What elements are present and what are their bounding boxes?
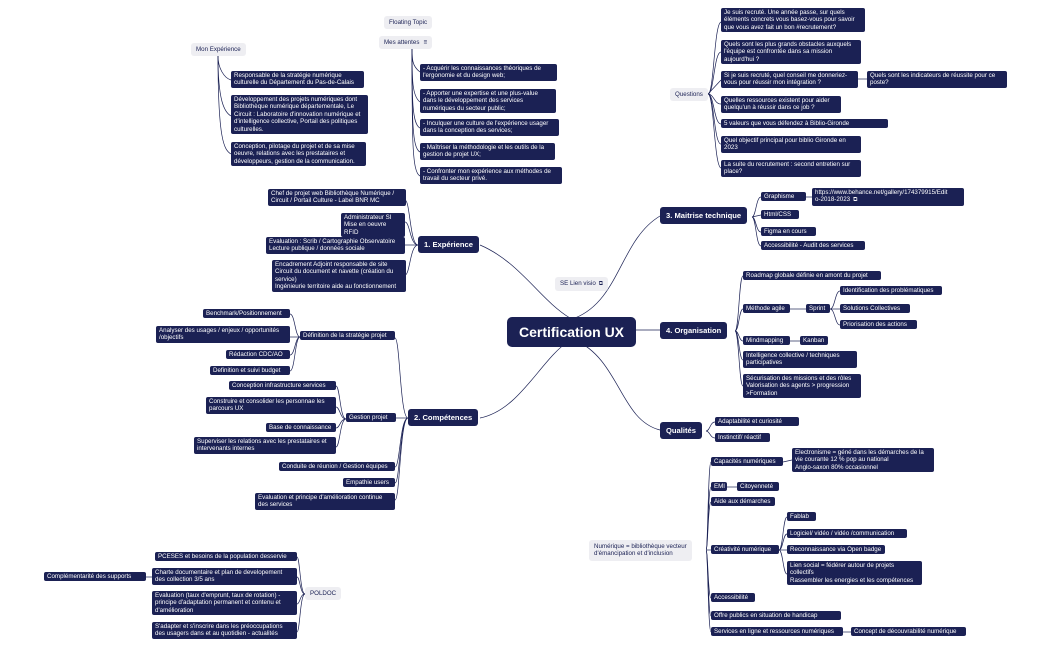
question-item[interactable]: 5 valeurs que vous défendez à Biblio-Gir…: [721, 119, 888, 129]
notes-icon: ≡: [423, 39, 428, 46]
sprint-node[interactable]: Sprint: [806, 304, 830, 314]
mes-attentes-topic[interactable]: Mes attentes≡: [379, 36, 433, 50]
question-item[interactable]: Quel objectif principal pour biblio Giro…: [721, 136, 861, 153]
strategie-item[interactable]: Analyser des usages / enjeux / opportuni…: [156, 326, 290, 343]
attente-item[interactable]: - Confronter mon expérience aux méthodes…: [420, 167, 562, 184]
strategie-projet-node[interactable]: Définition de la stratégie projet: [300, 331, 395, 341]
question-item[interactable]: Si je suis recruté, quel conseil me donn…: [721, 71, 858, 88]
poldoc-item[interactable]: S'adapter et s'inscrire dans les préoccu…: [152, 622, 297, 639]
competence-item[interactable]: Evaluation et principe d'amélioration co…: [255, 493, 395, 510]
strategie-item[interactable]: Rédaction CDC/AO: [226, 350, 290, 360]
attente-item[interactable]: - Apporter une expertise et une plus-val…: [420, 89, 556, 114]
electronisme-node[interactable]: Electronisme = géné dans les démarches d…: [792, 448, 934, 473]
numerique-topic[interactable]: Numérique = bibliothèque vecteur d'émanc…: [589, 540, 692, 561]
maitrise-technique-branch[interactable]: 3. Maitrise technique: [660, 207, 748, 224]
gestion-item[interactable]: Conception infrastructure services: [229, 381, 336, 391]
questions-topic[interactable]: Questions: [670, 88, 708, 102]
maitrise-item[interactable]: Accessibilité - Audit des services: [761, 241, 865, 251]
attente-item[interactable]: - Inculquer une culture de l'expérience …: [420, 119, 559, 136]
floating-topic[interactable]: Floating Topic: [384, 16, 433, 30]
experience-item[interactable]: Administrateur SI Mise en oeuvre RFID: [341, 213, 405, 238]
mon-experience-topic[interactable]: Mon Expérience: [191, 43, 246, 57]
creativite-numerique-node[interactable]: Créativité numérique: [711, 545, 779, 555]
creativite-item[interactable]: Lien social = fédérer autour de projets …: [787, 561, 922, 586]
creativite-item[interactable]: Logiciel/ vidéo / vidéo /communication: [787, 529, 907, 539]
graphisme-link-label: https://www.behance.net/gallery/17437991…: [815, 189, 948, 204]
sprint-item[interactable]: Priorisation des actions: [840, 320, 917, 330]
experience-item[interactable]: Evaluation : Scrib / Cartographie Observ…: [266, 237, 405, 254]
strategie-item[interactable]: Definition et suivi budget: [210, 366, 290, 376]
poldoc-topic[interactable]: POLDOC: [305, 587, 342, 601]
qualite-item[interactable]: Adaptabilité et curiosité: [715, 417, 799, 427]
poldoc-item[interactable]: PCESES et besoins de la population desse…: [155, 552, 297, 562]
graphisme-node[interactable]: Graphisme: [761, 192, 806, 202]
gestion-item[interactable]: Superviser les relations avec les presta…: [194, 437, 336, 454]
competence-item[interactable]: Empathie users: [343, 478, 395, 488]
mon-experience-item[interactable]: Responsable de la stratégie numérique cu…: [231, 71, 364, 88]
mindmapping-node[interactable]: Mindmapping: [743, 336, 790, 346]
methode-agile-node[interactable]: Méthode agile: [743, 304, 790, 314]
capacites-numeriques-node[interactable]: Capacités numériques: [711, 457, 783, 467]
external-link-icon: ⧉: [853, 197, 858, 204]
question-item[interactable]: Je suis recruté. Une année passe, sur qu…: [721, 8, 865, 33]
question-item[interactable]: Quels sont les plus grands obstacles aux…: [721, 40, 861, 65]
external-link-icon: ⧉: [598, 281, 604, 287]
handicap-node[interactable]: Offre publics en situation de handicap: [711, 611, 841, 621]
sprint-item[interactable]: Identification des problématiques: [840, 286, 942, 296]
intelligence-collective-node[interactable]: Intelligence collective / techniques par…: [743, 351, 857, 368]
aide-demarches-node[interactable]: Aide aux démarches: [711, 497, 775, 507]
organisation-branch[interactable]: 4. Organisation: [660, 322, 728, 339]
poldoc-item[interactable]: Charte documentaire et plan de developem…: [152, 568, 297, 585]
decouvrabilite-node[interactable]: Concept de découvrabilité numérique: [851, 627, 966, 637]
complementarite-supports-node[interactable]: Complémentarité des supports: [44, 572, 146, 582]
gestion-item[interactable]: Base de connaissance: [266, 423, 336, 433]
experience-item[interactable]: Encadrement Adjoint responsable de site …: [272, 260, 406, 292]
qualites-branch[interactable]: Qualités: [660, 422, 702, 439]
mes-attentes-label: Mes attentes: [384, 39, 420, 46]
question-item[interactable]: Quelles ressources existent pour aider q…: [721, 96, 841, 113]
citoyennete-node[interactable]: Citoyenneté: [737, 482, 779, 492]
root-topic[interactable]: Certification UX: [507, 317, 637, 347]
creativite-item[interactable]: Fablab: [787, 512, 816, 522]
competences-branch[interactable]: 2. Compétences: [408, 409, 479, 426]
gestion-item[interactable]: Construire et consolider les personnae l…: [206, 397, 336, 414]
kanban-node[interactable]: Kanban: [800, 336, 828, 346]
sprint-item[interactable]: Solutions Collectives: [840, 304, 910, 314]
experience-item[interactable]: Chef de projet web Bibliothèque Numériqu…: [268, 189, 406, 206]
question-sub-item[interactable]: Quels sont les indicateurs de réussite p…: [867, 71, 1007, 88]
qualite-item[interactable]: Instinctif/ réactif: [715, 433, 770, 443]
securisation-node[interactable]: Sécurisation des missions et des rôles V…: [743, 374, 861, 399]
experience-branch[interactable]: 1. Expérience: [418, 236, 479, 253]
strategie-item[interactable]: Benchmark/Positionnement: [203, 309, 290, 319]
question-item[interactable]: La suite du recrutement : second entreti…: [721, 160, 861, 177]
roadmap-node[interactable]: Roadmap globale définie en amont du proj…: [743, 271, 881, 281]
creativite-item[interactable]: Reconnaissance via Open badge: [787, 545, 885, 555]
attente-item[interactable]: - Maîtriser la méthodologie et les outil…: [420, 143, 555, 160]
maitrise-item[interactable]: Html/CSS: [761, 210, 799, 220]
accessibilite-node[interactable]: Accessibilité: [711, 593, 755, 603]
mon-experience-item[interactable]: Conception, pilotage du projet et de sa …: [231, 142, 366, 167]
gestion-projet-node[interactable]: Gestion projet: [346, 413, 396, 423]
poldoc-item[interactable]: Evaluation (taux d'emprunt, taux de rota…: [152, 591, 297, 616]
mon-experience-item[interactable]: Développement des projets numériques don…: [231, 95, 368, 135]
graphisme-link[interactable]: https://www.behance.net/gallery/17437991…: [812, 188, 964, 206]
attente-item[interactable]: - Acquérir les connaissances théoriques …: [420, 64, 557, 81]
maitrise-item[interactable]: Figma en cours: [761, 227, 816, 237]
services-en-ligne-node[interactable]: Services en ligne et ressources numériqu…: [711, 627, 843, 637]
emi-node[interactable]: EMI: [711, 482, 727, 492]
competence-item[interactable]: Conduite de réunion / Gestion équipes: [279, 462, 395, 472]
se-lien-visio-label: SE Lien visio: [560, 280, 596, 287]
se-lien-visio-topic[interactable]: SE Lien visio⧉: [555, 277, 609, 292]
